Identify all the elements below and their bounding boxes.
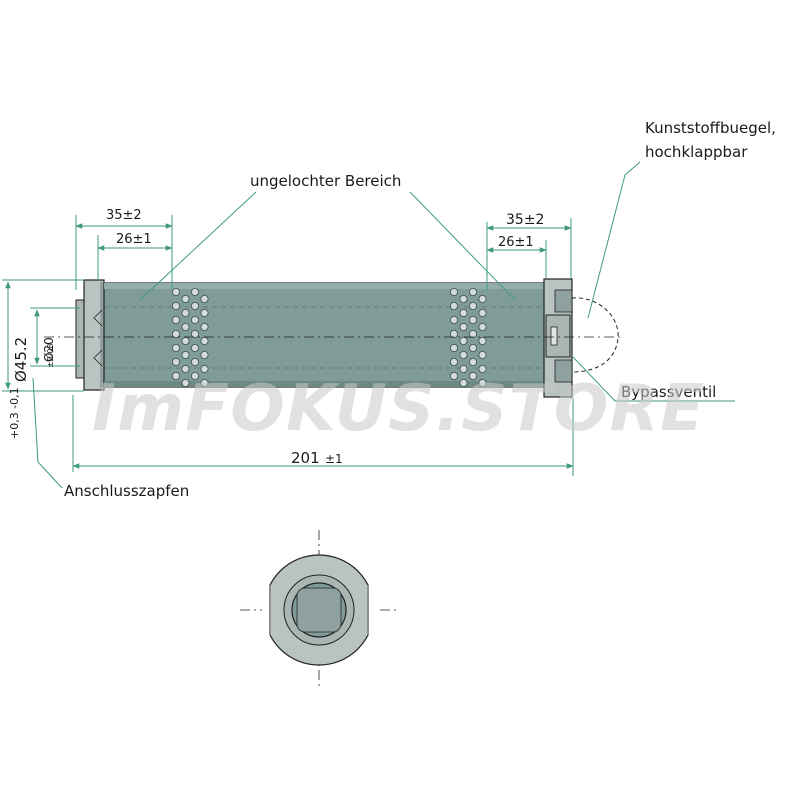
hole-icon <box>181 378 190 387</box>
dim-outer-diameter-tolerance: +0,3 -0,1 <box>8 387 21 439</box>
hole-icon <box>449 301 458 310</box>
hole-icon <box>478 378 487 387</box>
filter-end-view <box>240 530 396 690</box>
hole-icon <box>200 350 209 359</box>
hole-icon <box>449 329 458 338</box>
hole-icon <box>181 350 190 359</box>
hole-icon <box>449 315 458 324</box>
hole-icon <box>459 364 468 373</box>
connection-spigot-label: Anschlusszapfen <box>64 482 189 500</box>
hole-icon <box>449 371 458 380</box>
hole-icon <box>449 287 458 296</box>
hole-icon <box>468 329 477 338</box>
hole-icon <box>459 294 468 303</box>
dim-overall-value: 201 <box>291 449 320 467</box>
hole-icon <box>459 350 468 359</box>
watermark: ImFOKUS.STORE <box>92 372 704 446</box>
hole-icon <box>459 378 468 387</box>
hole-icon <box>181 294 190 303</box>
hole-icon <box>190 343 199 352</box>
bypass-valve-label: Bypassventil <box>621 383 716 401</box>
hole-icon <box>171 329 180 338</box>
plastic-handle-label-line2: hochklappbar <box>645 143 748 161</box>
dim-left-outer: 35±2 <box>106 208 142 223</box>
hole-icon <box>171 287 180 296</box>
hole-icon <box>190 287 199 296</box>
leader-lines <box>32 161 735 489</box>
bypass-valve-block <box>545 314 571 358</box>
unperforated-area-label: ungelochter Bereich <box>250 172 401 190</box>
dim-overall-tolerance: ±1 <box>325 452 343 466</box>
hole-icon <box>190 329 199 338</box>
hole-icon <box>478 322 487 331</box>
hole-icon <box>190 357 199 366</box>
hole-icon <box>171 357 180 366</box>
hole-icon <box>181 308 190 317</box>
dim-inner-diameter: Ø20 <box>42 337 56 362</box>
hole-icon <box>200 294 209 303</box>
dim-right-inner: 26±1 <box>498 235 534 250</box>
hole-icon <box>468 287 477 296</box>
labels: ungelochter Bereich Kunststoffbuegel, ho… <box>8 119 776 500</box>
perforation-left <box>171 287 209 387</box>
hole-icon <box>190 315 199 324</box>
hole-icon <box>190 371 199 380</box>
hole-icon <box>200 336 209 345</box>
hole-icon <box>181 322 190 331</box>
hole-icon <box>468 357 477 366</box>
hole-icon <box>171 301 180 310</box>
hole-icon <box>171 315 180 324</box>
hole-icon <box>181 336 190 345</box>
dim-outer-diameter: Ø45.2 <box>12 337 30 382</box>
hole-icon <box>468 371 477 380</box>
hole-icon <box>171 371 180 380</box>
hole-icon <box>459 308 468 317</box>
hole-icon <box>478 364 487 373</box>
hole-icon <box>181 364 190 373</box>
hole-icon <box>478 336 487 345</box>
hole-icon <box>200 364 209 373</box>
hole-icon <box>449 343 458 352</box>
hole-icon <box>190 301 199 310</box>
hole-icon <box>468 343 477 352</box>
dim-inner-diameter-tolerance: ±0.08 <box>46 343 55 368</box>
hole-icon <box>468 301 477 310</box>
hole-icon <box>478 308 487 317</box>
filter-side-view <box>44 278 620 398</box>
dimension-lines <box>2 215 574 476</box>
dim-right-outer: 35±2 <box>506 212 544 228</box>
hole-icon <box>459 336 468 345</box>
hole-icon <box>478 350 487 359</box>
plastic-handle-label-line1: Kunststoffbuegel, <box>645 119 776 137</box>
dim-left-inner: 26±1 <box>116 232 152 247</box>
hole-icon <box>200 322 209 331</box>
plastic-handle-dashed <box>571 297 619 373</box>
hole-icon <box>459 322 468 331</box>
hole-icon <box>478 294 487 303</box>
perforation-right <box>449 287 487 387</box>
hole-icon <box>200 308 209 317</box>
hole-icon <box>200 378 209 387</box>
hole-icon <box>468 315 477 324</box>
hole-icon <box>171 343 180 352</box>
hole-icon <box>449 357 458 366</box>
